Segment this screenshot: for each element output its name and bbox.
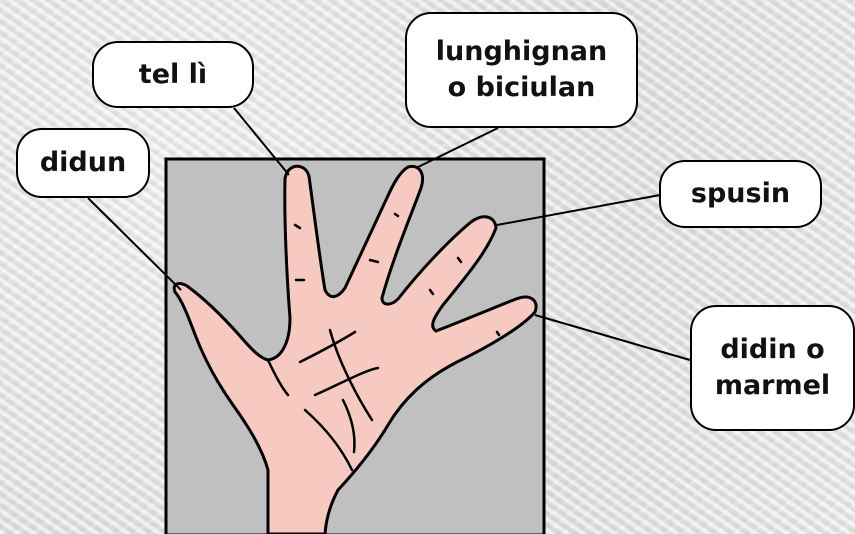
connector-little bbox=[535, 315, 690, 360]
label-thumb: didun bbox=[16, 128, 150, 198]
label-ring-finger: spusin bbox=[659, 160, 822, 228]
label-middle-finger: lunghignan o biciulan bbox=[405, 12, 638, 128]
label-little-finger: didin o marmel bbox=[690, 305, 855, 431]
label-index-finger: tel lì bbox=[92, 41, 254, 108]
